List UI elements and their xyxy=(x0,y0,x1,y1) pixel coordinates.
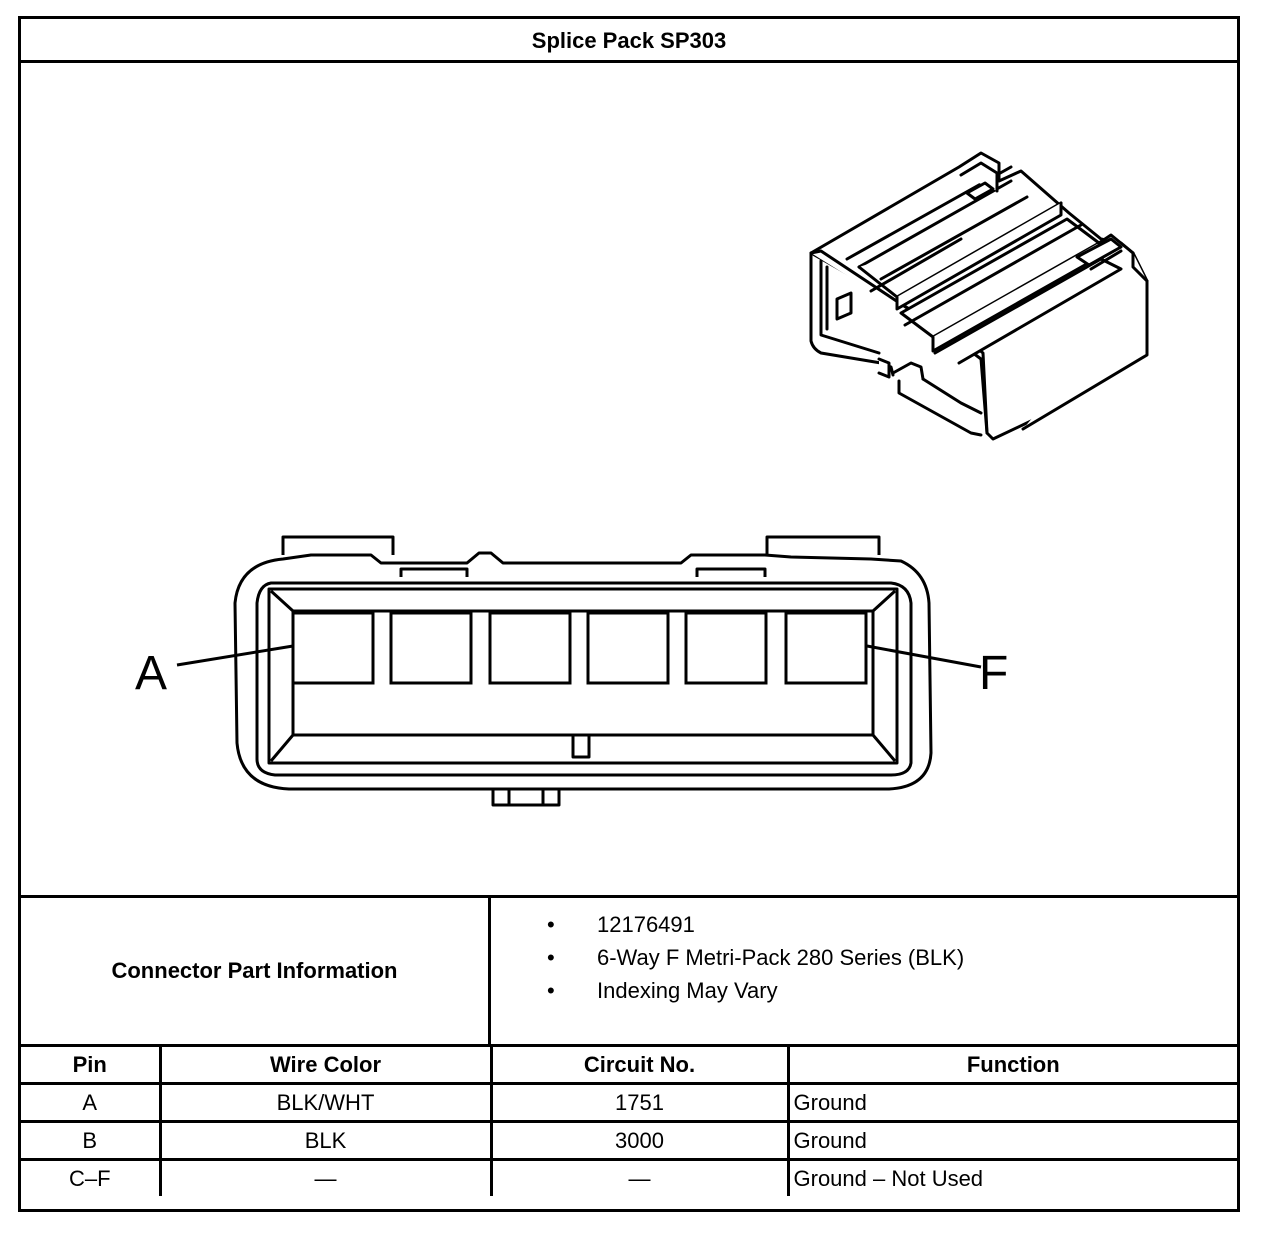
cavity-rim xyxy=(267,587,899,765)
bullet-icon: • xyxy=(547,945,555,970)
cell-circuit-no: 3000 xyxy=(489,1120,790,1161)
cavity-bottom-bevel xyxy=(269,733,897,762)
pin-label-f: F xyxy=(979,647,1008,700)
bottom-latch xyxy=(491,789,561,807)
top-latch-left xyxy=(281,535,395,555)
cell-wire-color: BLK/WHT xyxy=(158,1082,493,1123)
pin-table: Pin Wire Color Circuit No. Function A BL… xyxy=(21,1047,1237,1196)
pin-cavity-e xyxy=(684,611,768,685)
bullet-icon: • xyxy=(547,912,555,937)
diagram-frame: Splice Pack SP303 xyxy=(18,16,1240,1212)
pin-cavity-b xyxy=(389,611,473,685)
connector-info-item: •Indexing May Vary xyxy=(491,974,964,1007)
header-circuit-no: Circuit No. xyxy=(489,1047,790,1085)
pin-label-a: A xyxy=(135,647,167,700)
cell-pin: B xyxy=(21,1120,162,1161)
cell-pin: C–F xyxy=(21,1158,162,1196)
table-row: A BLK/WHT 1751 Ground xyxy=(21,1082,1237,1123)
table-row: B BLK 3000 Ground xyxy=(21,1120,1237,1161)
cell-function: Ground xyxy=(786,1082,1237,1123)
pin-table-header-row: Pin Wire Color Circuit No. Function xyxy=(21,1047,1237,1085)
header-wire-color: Wire Color xyxy=(158,1047,493,1085)
cell-wire-color: — xyxy=(158,1158,493,1196)
connector-face-view xyxy=(233,535,933,807)
pin-cavity-f xyxy=(784,611,868,685)
leader-line-f xyxy=(866,644,982,669)
top-latch-right xyxy=(765,535,881,555)
cell-wire-color: BLK xyxy=(158,1120,493,1161)
connector-drawing-area: A F xyxy=(21,63,1237,895)
connector-drawing: A F xyxy=(135,151,1149,807)
pin-cavity-a xyxy=(291,611,375,685)
connector-info-label: Connector Part Information xyxy=(21,898,491,1044)
page-title: Splice Pack SP303 xyxy=(21,19,1237,63)
leader-line-a xyxy=(176,644,294,667)
connector-housing-outer xyxy=(233,551,933,791)
connector-info-list: •12176491 •6-Way F Metri-Pack 280 Series… xyxy=(491,908,964,1007)
cell-pin: A xyxy=(21,1082,162,1123)
cell-function: Ground – Not Used xyxy=(786,1158,1237,1196)
connector-part-info: Connector Part Information •12176491 •6-… xyxy=(21,895,1237,1047)
pin-cavity-c xyxy=(488,611,572,685)
connector-isometric-view xyxy=(809,151,1149,441)
connector-housing-inner xyxy=(255,581,913,777)
cell-function: Ground xyxy=(786,1120,1237,1161)
header-pin: Pin xyxy=(21,1047,162,1085)
cell-circuit-no: — xyxy=(489,1158,790,1196)
bullet-icon: • xyxy=(547,978,555,1003)
connector-info-item: •12176491 xyxy=(491,908,964,941)
top-key-right xyxy=(695,567,767,577)
table-row: C–F — — Ground – Not Used xyxy=(21,1158,1237,1196)
connector-info-item: •6-Way F Metri-Pack 280 Series (BLK) xyxy=(491,941,964,974)
header-function: Function xyxy=(786,1047,1237,1085)
cell-circuit-no: 1751 xyxy=(489,1082,790,1123)
cavity-top-bevel xyxy=(269,589,897,613)
pin-cavities xyxy=(291,611,868,685)
pin-cavity-d xyxy=(586,611,670,685)
top-key-left xyxy=(399,567,469,577)
bottom-key xyxy=(571,735,591,759)
